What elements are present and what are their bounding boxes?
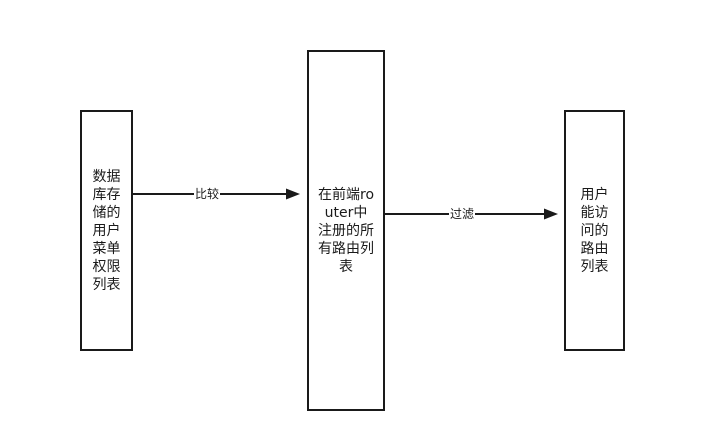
node-frontend-routes: 在前端router中注册的所有路由列表 [307,50,385,411]
node-accessible-routes: 用户能访问的路由列表 [564,110,625,351]
edge-filter-arrowhead [544,208,558,220]
node-db-permissions-label: 数据库存储的用户菜单权限列表 [92,168,121,293]
node-db-permissions: 数据库存储的用户菜单权限列表 [80,110,133,351]
edge-compare-arrowhead [286,188,300,200]
edge-compare-label: 比较 [194,187,221,201]
edge-filter-label: 过滤 [449,207,476,221]
node-accessible-routes-label: 用户能访问的路由列表 [580,186,609,275]
node-frontend-routes-label: 在前端router中注册的所有路由列表 [318,186,375,275]
